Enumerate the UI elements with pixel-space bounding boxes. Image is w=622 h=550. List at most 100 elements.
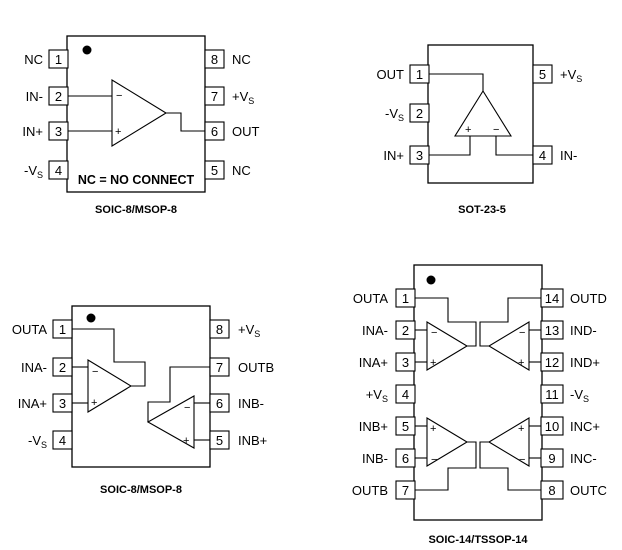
- pin1-marker-dot: [426, 275, 436, 285]
- pin-box: [48, 160, 69, 180]
- opamp-triangle: [454, 89, 512, 137]
- pin-label: IN-: [26, 89, 43, 104]
- pin-number: 8: [548, 483, 555, 498]
- pin-number: 4: [539, 148, 546, 163]
- pin-label: NC: [24, 52, 43, 67]
- inverting-sign: −: [519, 327, 525, 339]
- pin-label: IN+: [383, 148, 404, 163]
- inverting-sign: −: [116, 90, 122, 102]
- wire: [72, 328, 146, 387]
- pin-number: 7: [402, 483, 409, 498]
- pin-number: 4: [55, 163, 62, 178]
- opamp-d-triangle: [487, 321, 530, 371]
- pin-box: [409, 103, 430, 123]
- pin-label: IN-: [560, 148, 577, 163]
- pin-number: 2: [416, 106, 423, 121]
- package-body: [427, 44, 534, 184]
- noninverting-sign: +: [430, 357, 436, 369]
- opamp-a-triangle: [426, 321, 469, 371]
- pin-label: INC+: [570, 419, 600, 434]
- pin-number: 13: [545, 323, 559, 338]
- pin-number: 5: [211, 163, 218, 178]
- pin-number: 6: [211, 124, 218, 139]
- pin-label: OUTD: [570, 291, 607, 306]
- pin-label: INA+: [18, 396, 47, 411]
- pin-label: INB+: [359, 419, 388, 434]
- package-caption: SOIC-14/TSSOP-14: [428, 534, 528, 546]
- pin1-marker-dot: [82, 45, 92, 55]
- opamp-triangle: [111, 79, 168, 147]
- package-soic14-quad: 1 2 3 4 5 6 7 OUTA INA- INA+ +VS INB+ IN…: [352, 264, 607, 546]
- pin-number: 2: [55, 89, 62, 104]
- inverting-sign: −: [493, 124, 499, 136]
- pin-box: [204, 160, 225, 180]
- package-caption: SOIC-8/MSOP-8: [95, 204, 177, 216]
- pin-label: -VS: [570, 387, 589, 404]
- pin-label: +VS: [366, 387, 388, 404]
- pin-label: INA+: [359, 355, 388, 370]
- pin-label: INB+: [238, 433, 267, 448]
- wire: [429, 73, 484, 91]
- pin-label: OUTB: [238, 360, 274, 375]
- package-soic8-single: 1 2 3 4 NC IN- IN+ -VS 8 7 6 5 NC +VS OU…: [22, 35, 260, 216]
- wire: [147, 366, 210, 422]
- pin1-marker-dot: [86, 313, 96, 323]
- pin-number: 3: [402, 355, 409, 370]
- pin-number: 9: [548, 451, 555, 466]
- pin-label: +VS: [560, 67, 582, 84]
- inverting-sign: −: [431, 454, 437, 466]
- pin-number: 12: [545, 355, 559, 370]
- pin-label: OUTA: [12, 322, 47, 337]
- pin-box: [48, 49, 69, 69]
- pin-number: 11: [545, 387, 559, 402]
- pin-label: IND-: [570, 323, 597, 338]
- wire: [166, 112, 205, 132]
- pin-label: +VS: [238, 322, 260, 339]
- package-caption: SOT-23-5: [458, 204, 506, 216]
- pin-label: IND+: [570, 355, 600, 370]
- pin-number: 4: [402, 387, 409, 402]
- pin-label: INB-: [362, 451, 388, 466]
- pin-label: INB-: [238, 396, 264, 411]
- noninverting-sign: +: [91, 397, 97, 409]
- wire: [415, 441, 477, 491]
- pin-number: 4: [59, 433, 66, 448]
- pin-number: 3: [55, 124, 62, 139]
- pin-label: INA-: [21, 360, 47, 375]
- inverting-sign: −: [184, 402, 190, 414]
- pin-label: -VS: [24, 163, 43, 180]
- opamp-b-triangle: [146, 395, 195, 449]
- inverting-sign: −: [92, 366, 98, 378]
- pin-label: -VS: [385, 106, 404, 123]
- pin-number: 5: [402, 419, 409, 434]
- pin-label: OUTC: [570, 483, 607, 498]
- noninverting-sign: +: [518, 423, 524, 435]
- package-soic8-dual: 1 2 3 4 OUTA INA- INA+ -VS 8 7 6 5 +VS O…: [12, 305, 274, 496]
- pin-number: 3: [416, 148, 423, 163]
- package-body: [66, 35, 206, 193]
- noninverting-sign: +: [518, 357, 524, 369]
- package-body: [71, 305, 211, 468]
- pin-label: IN+: [22, 124, 43, 139]
- pin-label: NC: [232, 52, 251, 67]
- pin-label: +VS: [232, 89, 254, 106]
- pin-number: 6: [216, 396, 223, 411]
- pin-number: 8: [211, 52, 218, 67]
- pin-label: INA-: [362, 323, 388, 338]
- noninverting-sign: +: [115, 126, 121, 138]
- opamp-c-triangle: [487, 417, 530, 467]
- pin-number: 5: [539, 67, 546, 82]
- package-body: [413, 264, 543, 521]
- pin-number: 2: [402, 323, 409, 338]
- wire: [495, 136, 533, 156]
- pin-number: 1: [55, 52, 62, 67]
- pin-number: 5: [216, 433, 223, 448]
- pin-number: 14: [545, 291, 559, 306]
- pin-box: [204, 86, 225, 106]
- pin-label: -VS: [28, 433, 47, 450]
- opamp-b-triangle: [426, 417, 469, 467]
- pin-label: OUT: [377, 67, 405, 82]
- pin-label: OUTA: [353, 291, 388, 306]
- pin-label: OUTB: [352, 483, 388, 498]
